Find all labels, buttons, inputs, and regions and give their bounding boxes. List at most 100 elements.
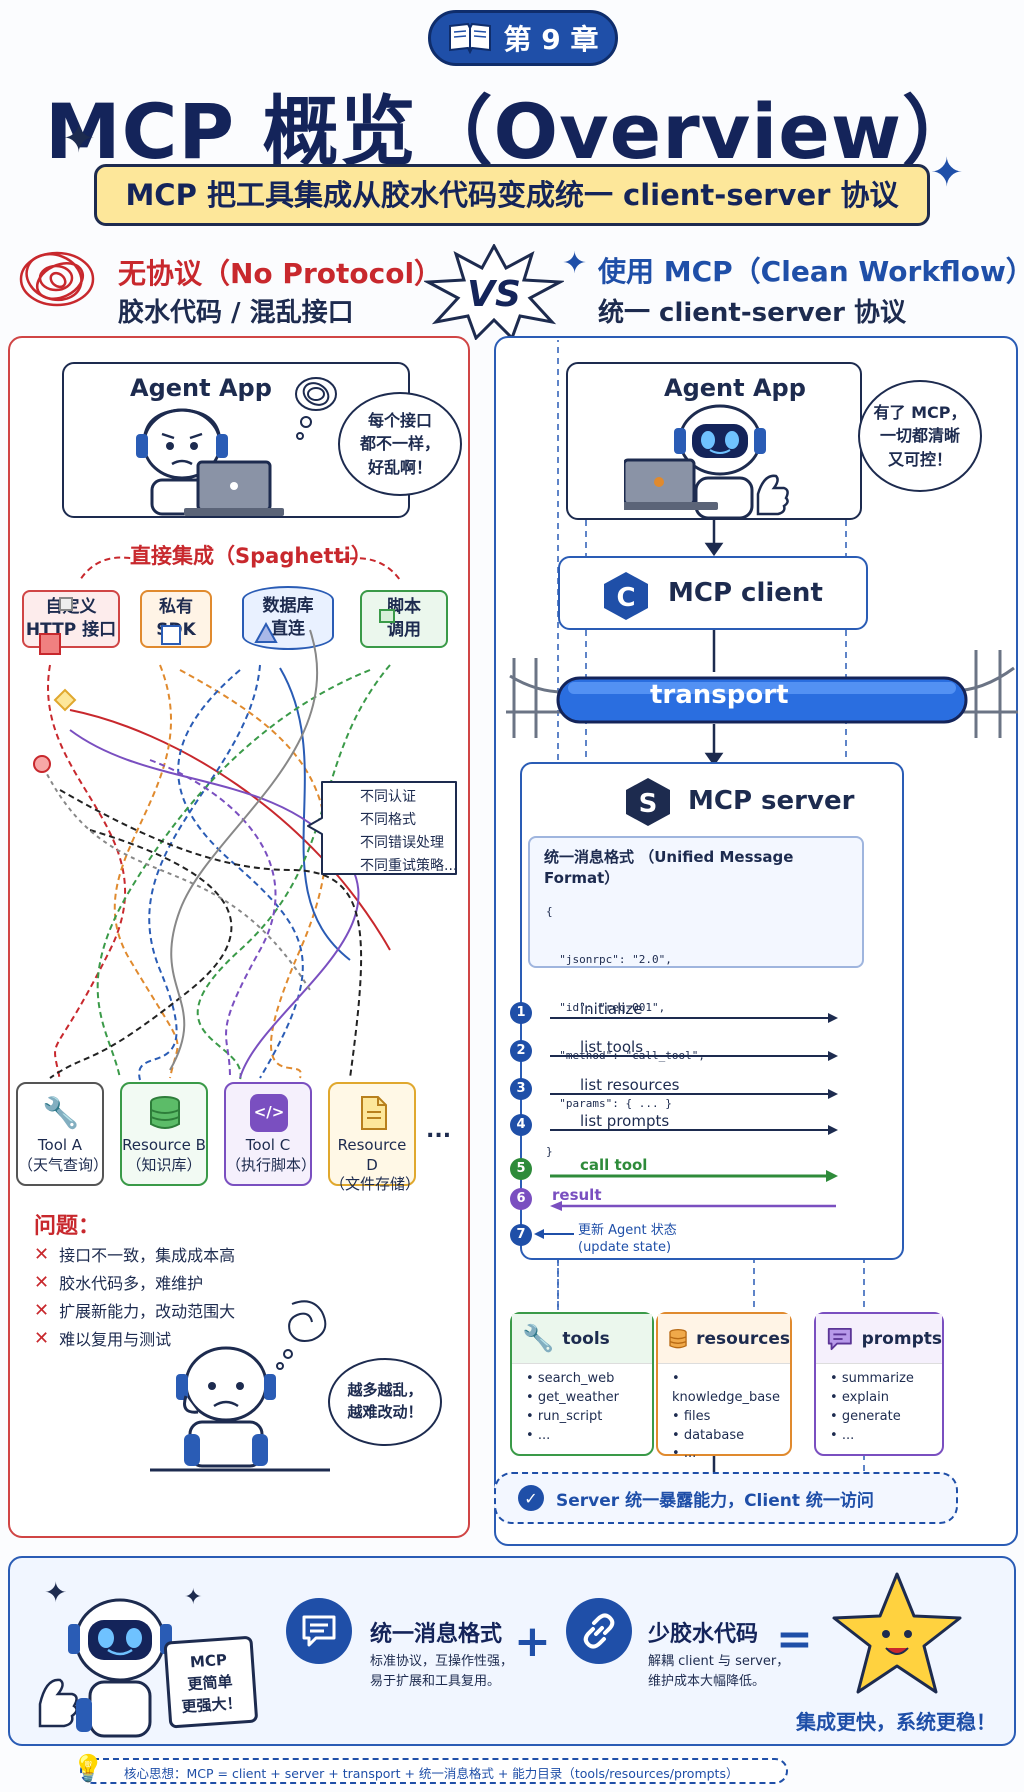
lightbulb-icon: 💡 <box>72 1754 105 1784</box>
step-number: 5 <box>510 1158 532 1180</box>
cap-name: prompts <box>861 1328 942 1349</box>
cap-item: ... <box>526 1427 652 1446</box>
cap-name: tools <box>562 1328 610 1349</box>
feature1-title: 统一消息格式 <box>370 1622 503 1647</box>
wrench-icon: 🔧 <box>522 1323 555 1354</box>
feature2-title: 少胶水代码 <box>648 1622 759 1647</box>
database-icon <box>669 1328 687 1348</box>
sign-board <box>164 1636 258 1729</box>
core-idea-bar <box>80 1758 788 1784</box>
complaint-bubble: 每个接口 都不一样， 好乱啊！ <box>338 392 462 496</box>
more-tools-ellipsis: ... <box>426 1118 452 1143</box>
satisfaction-bubble: 有了 MCP， 一切都清晰 又可控！ <box>858 380 982 492</box>
svc-line: 私有 <box>159 597 193 618</box>
tool-name: Tool C <box>245 1136 291 1154</box>
step-list-tools: 2 list tools <box>510 1038 840 1066</box>
tool-name: Resource B <box>122 1136 206 1154</box>
json-line: "id": "req-001", <box>546 1001 666 1014</box>
chat-icon <box>302 1615 336 1647</box>
step-label: 更新 Agent 状态 (update state) <box>578 1222 677 1256</box>
step-label: list prompts <box>580 1112 670 1130</box>
step-number: 1 <box>510 1002 532 1024</box>
chat-icon <box>827 1327 852 1350</box>
banner-text: Server 统一暴露能力，Client 统一访问 <box>556 1490 874 1511</box>
confusion-item: 不同格式 <box>360 812 416 828</box>
cap-head: resources <box>658 1314 790 1364</box>
unified-access-banner: ✓ Server 统一暴露能力，Client 统一访问 <box>494 1472 958 1524</box>
smiling-star-icon <box>832 1572 962 1694</box>
left-subheading: 胶水代码 / 混乱接口 <box>118 298 354 328</box>
tool-a-card: 🔧 Tool A （天气查询） <box>16 1082 109 1186</box>
bubble-line: 好乱啊！ <box>367 457 432 477</box>
tangle-icon <box>19 251 95 307</box>
cap-item: ... <box>830 1427 942 1446</box>
cap-head: 🔧 tools <box>512 1314 652 1364</box>
server-hexagon-icon: S <box>626 778 670 826</box>
desc-line: 维护成本大幅降低。 <box>648 1674 766 1689</box>
sequence-arrows <box>534 1013 838 1239</box>
agent-app-title: Agent App <box>130 374 272 402</box>
cap-item: files <box>672 1408 790 1427</box>
cap-item: ... <box>672 1445 790 1464</box>
step-label: list resources <box>580 1076 680 1094</box>
agent-app-title: Agent App <box>664 374 806 402</box>
confusion-item: 不同重试策略... <box>360 858 458 874</box>
tool-c-card: </> Tool C （执行脚本） <box>224 1082 316 1186</box>
prompts-capability-card: prompts summarize explain generate ... <box>814 1312 944 1456</box>
tool-desc: （知识库） <box>126 1155 202 1174</box>
problem-text: 难以复用与测试 <box>59 1330 172 1349</box>
link-icon-circle <box>566 1598 632 1664</box>
cross-icon: ✕ <box>34 1327 50 1349</box>
bubble-line: 又可控！ <box>887 449 952 469</box>
result-text: 集成更快，系统更稳！ <box>796 1710 996 1734</box>
problem-item: ✕接口不一致，集成成本高 <box>34 1240 235 1268</box>
format-title: 统一消息格式 （Unified Message Format） <box>544 848 794 887</box>
blue-square <box>161 625 181 645</box>
step-label: result <box>552 1186 602 1204</box>
cap-list: knowledge_base files database ... <box>658 1364 790 1464</box>
step-label: list tools <box>580 1038 644 1056</box>
spaghetti-label: 直接集成（Spaghetti） <box>130 544 372 568</box>
tool-desc: （天气查询） <box>18 1155 109 1174</box>
svg-text:✦: ✦ <box>44 1576 67 1609</box>
thumbs-up-robot-icon: ✦ ✦ <box>38 1576 202 1738</box>
svc-line: 调用 <box>387 620 421 640</box>
vs-label: VS <box>467 274 521 315</box>
step-number: 6 <box>510 1188 532 1210</box>
cap-item: summarize <box>830 1370 942 1389</box>
step-number: 2 <box>510 1040 532 1062</box>
bubble-line: 越多越乱， <box>347 1381 423 1400</box>
happy-robot-icon <box>624 404 789 520</box>
core-idea-text: 核心思想：MCP = client + server + transport +… <box>124 1766 739 1781</box>
sparkle-icon: ✦ <box>62 116 96 162</box>
tools-capability-card: 🔧 tools search_web get_weather run_scrip… <box>510 1312 654 1456</box>
step-label: initialize <box>580 1000 643 1018</box>
mcp-client-box: C MCP client <box>558 556 868 630</box>
problem-item: ✕ 难以复用与测试 <box>34 1324 235 1352</box>
cap-item: run_script <box>526 1408 652 1427</box>
step-label: call tool <box>580 1156 648 1174</box>
svg-text:✦: ✦ <box>184 1585 202 1610</box>
confusion-bubble-shape <box>307 781 457 875</box>
step-number: 7 <box>510 1224 532 1246</box>
code-icon: </> <box>250 1094 288 1132</box>
cross-icon: ✕ <box>34 1271 50 1293</box>
client-label: MCP client <box>668 578 823 608</box>
sparkle-icon: ✦ <box>930 150 964 196</box>
circle-shape <box>33 755 51 773</box>
step-label-line: (update state) <box>578 1240 672 1255</box>
cap-list: summarize explain generate ... <box>816 1364 942 1445</box>
json-line: "params": { ... } <box>546 1097 672 1110</box>
cross-icon: ✕ <box>34 1299 50 1321</box>
transport-label: transport <box>650 680 789 710</box>
cap-item: search_web <box>526 1370 652 1389</box>
bubble-line: 有了 MCP， <box>873 403 967 423</box>
right-subheading: 统一 client-server 协议 <box>598 298 907 328</box>
step-label-line: 更新 Agent 状态 <box>578 1223 677 1238</box>
json-line: "jsonrpc": "2.0", <box>546 953 672 966</box>
green-square <box>379 609 395 623</box>
message-format-box: 统一消息格式 （Unified Message Format） { "jsonr… <box>528 836 864 1158</box>
svc-line: 脚本 <box>387 597 421 618</box>
json-line: { <box>546 905 553 918</box>
client-letter: C <box>616 583 635 613</box>
